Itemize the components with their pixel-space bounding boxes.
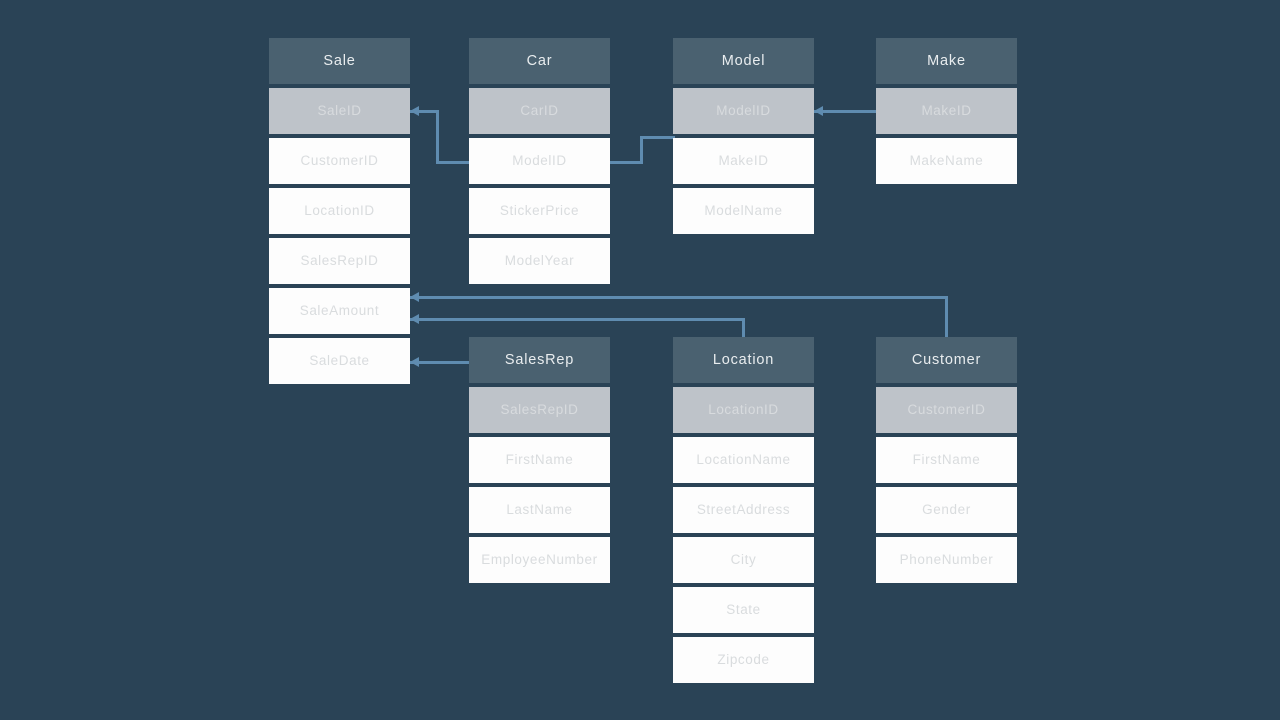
connector-arrowhead-icon [410, 106, 419, 116]
connector-segment [742, 318, 745, 339]
field-row-modelyear: ModelYear [469, 238, 610, 284]
field-row-saledate: SaleDate [269, 338, 410, 384]
field-row-saleamount: SaleAmount [269, 288, 410, 334]
connector-arrowhead-icon [410, 357, 419, 367]
field-row-firstname: FirstName [469, 437, 610, 483]
connector-segment [409, 296, 948, 299]
field-row-city: City [673, 537, 814, 583]
field-row-employeenumber: EmployeeNumber [469, 537, 610, 583]
key-field-row-salesrepid: SalesRepID [469, 387, 610, 433]
connector-arrowhead-icon [814, 106, 823, 116]
key-field-row-carid: CarID [469, 88, 610, 134]
connector-segment [436, 110, 439, 164]
connector-segment [945, 296, 948, 339]
table-title-location: Location [673, 337, 814, 383]
table-title-make: Make [876, 38, 1017, 84]
connector-segment [409, 361, 471, 364]
connector-segment [640, 136, 643, 164]
connector-segment [813, 110, 878, 113]
table-title-salesrep: SalesRep [469, 337, 610, 383]
field-row-streetaddress: StreetAddress [673, 487, 814, 533]
field-row-salesrepid: SalesRepID [269, 238, 410, 284]
table-title-car: Car [469, 38, 610, 84]
field-row-locationid: LocationID [269, 188, 410, 234]
field-row-phonenumber: PhoneNumber [876, 537, 1017, 583]
field-row-lastname: LastName [469, 487, 610, 533]
table-title-customer: Customer [876, 337, 1017, 383]
connector-segment [409, 110, 439, 113]
table-title-sale: Sale [269, 38, 410, 84]
field-row-stickerprice: StickerPrice [469, 188, 610, 234]
field-row-customerid: CustomerID [269, 138, 410, 184]
field-row-makeid: MakeID [673, 138, 814, 184]
key-field-row-customerid: CustomerID [876, 387, 1017, 433]
connector-arrowhead-icon [410, 292, 419, 302]
connector-arrowhead-icon [410, 314, 419, 324]
table-title-model: Model [673, 38, 814, 84]
key-field-row-makeid: MakeID [876, 88, 1017, 134]
field-row-firstname: FirstName [876, 437, 1017, 483]
connector-segment [436, 161, 471, 164]
field-row-zipcode: Zipcode [673, 637, 814, 683]
field-row-locationname: LocationName [673, 437, 814, 483]
key-field-row-modelid: ModelID [673, 88, 814, 134]
field-row-gender: Gender [876, 487, 1017, 533]
connector-segment [640, 136, 675, 139]
field-row-modelid: ModelID [469, 138, 610, 184]
connector-segment [609, 161, 643, 164]
field-row-makename: MakeName [876, 138, 1017, 184]
connector-segment [409, 318, 745, 321]
field-row-modelname: ModelName [673, 188, 814, 234]
key-field-row-saleid: SaleID [269, 88, 410, 134]
field-row-state: State [673, 587, 814, 633]
key-field-row-locationid: LocationID [673, 387, 814, 433]
